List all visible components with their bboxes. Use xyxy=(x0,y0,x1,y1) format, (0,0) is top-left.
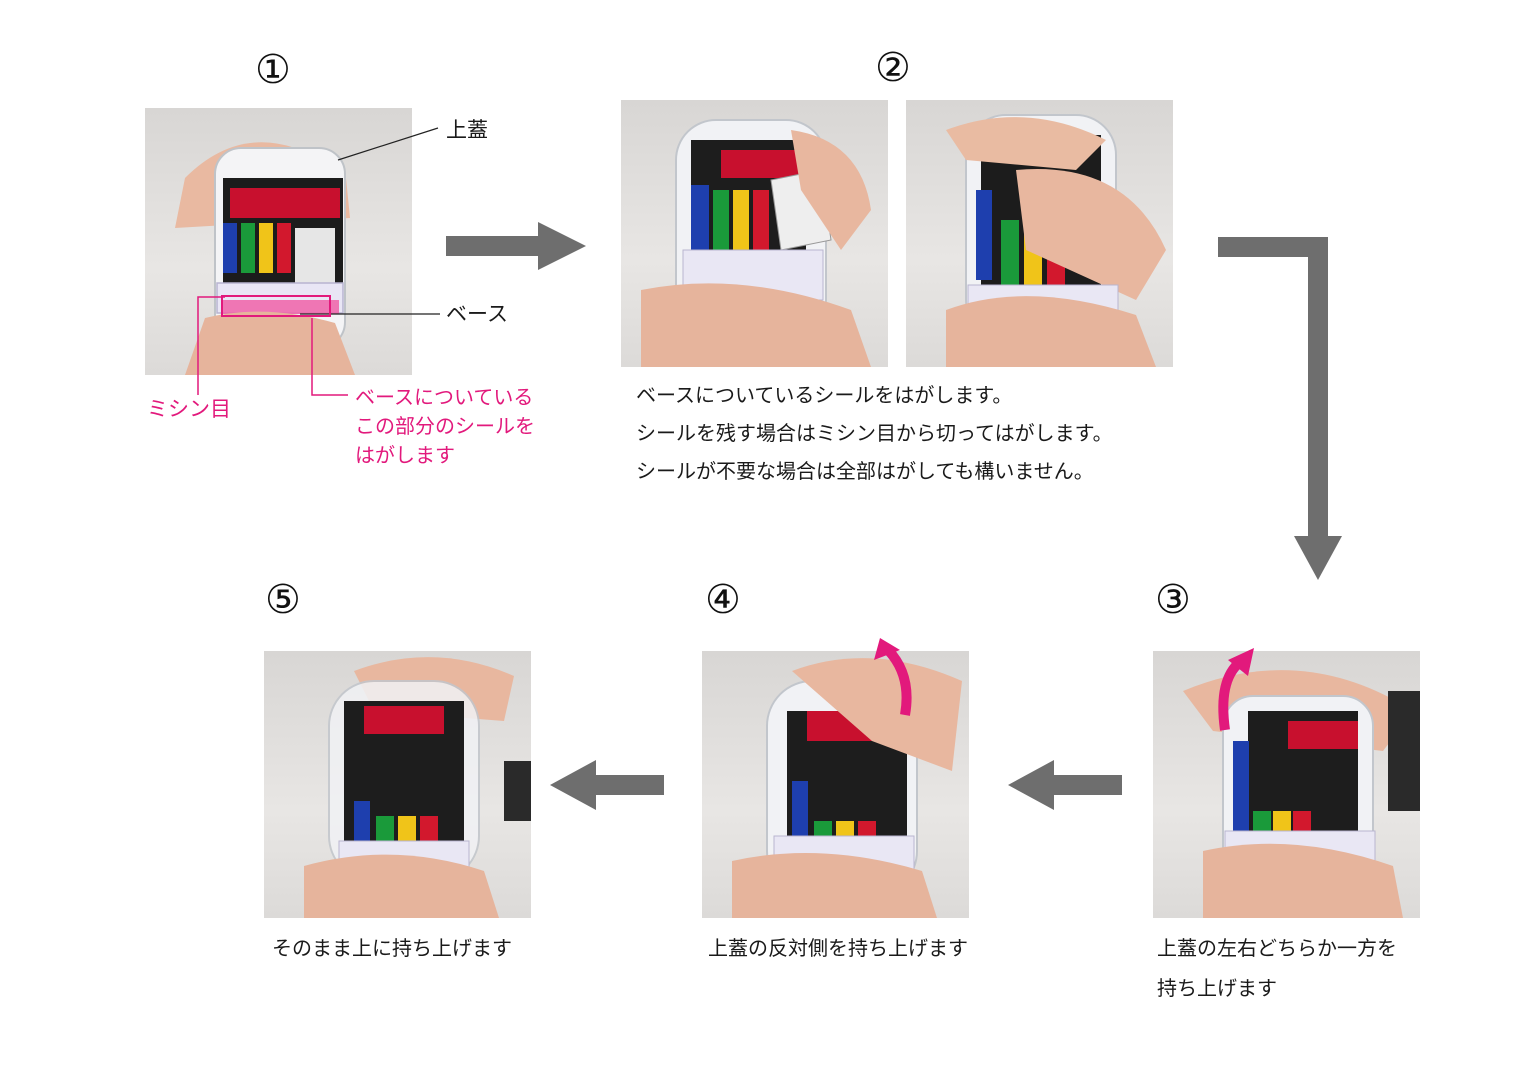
flow-arrow-icon xyxy=(1218,237,1328,538)
step-3-number: ③ xyxy=(1155,577,1191,623)
step-3-caption-line: 持ち上げます xyxy=(1157,976,1277,1000)
step-2-photo-b xyxy=(906,100,1173,367)
step-3-caption-line: 上蓋の左右どちらか一方を xyxy=(1157,936,1397,960)
step-2-caption-line: シールが不要な場合は全部はがしても構いません。 xyxy=(636,459,1094,483)
product-case-illustration xyxy=(175,142,355,375)
sticker-note: ベースについている この部分のシールを はがします xyxy=(355,383,535,470)
step-4-number: ④ xyxy=(705,577,741,623)
step-2-caption-line: シールを残す場合はミシン目から切ってはがします。 xyxy=(636,421,1113,445)
perforation-label: ミシン目 xyxy=(147,397,231,421)
step-5-number: ⑤ xyxy=(265,577,301,623)
flow-arrow-icon xyxy=(446,222,586,270)
step-3-caption: 上蓋の左右どちらか一方を 持ち上げます xyxy=(1157,928,1397,1008)
base-label: ベース xyxy=(446,302,508,326)
lid-label: 上蓋 xyxy=(446,118,488,142)
step-1-photo xyxy=(145,108,412,375)
step-2-photo-a xyxy=(621,100,888,367)
step-2-number: ② xyxy=(875,45,911,91)
flow-arrow-icon xyxy=(1294,536,1342,580)
step-5-caption: そのまま上に持ち上げます xyxy=(272,936,512,960)
step-2-caption-line: ベースについているシールをはがします。 xyxy=(636,383,1013,407)
step-1-number: ① xyxy=(255,47,291,93)
sticker-note-line: この部分のシールを xyxy=(355,414,535,438)
sticker-note-line: はがします xyxy=(355,443,455,467)
step-4-photo xyxy=(702,651,969,918)
step-5-photo xyxy=(264,651,531,918)
step-4-caption: 上蓋の反対側を持ち上げます xyxy=(708,936,968,960)
sticker-note-line: ベースについている xyxy=(355,385,534,409)
step-2-caption: ベースについているシールをはがします。 シールを残す場合はミシン目から切ってはが… xyxy=(636,376,1113,490)
step-3-photo xyxy=(1153,651,1420,918)
